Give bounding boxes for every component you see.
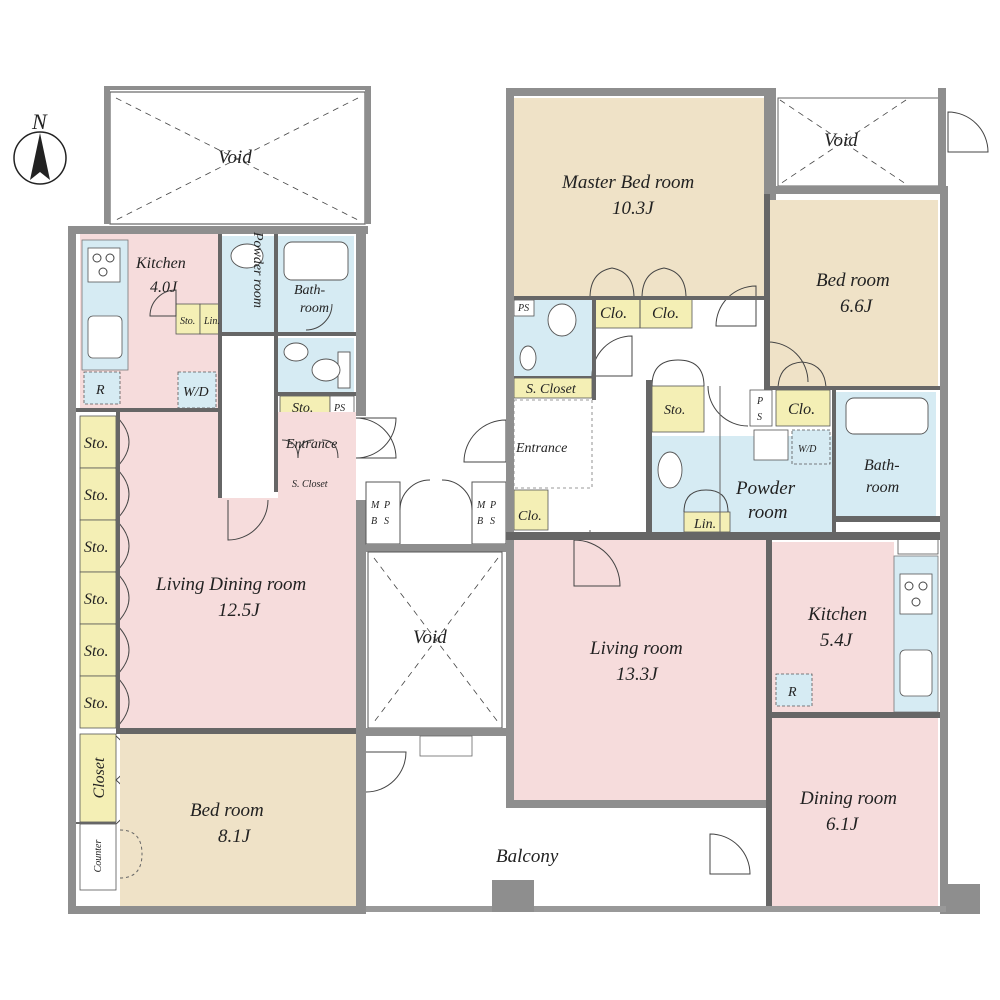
entrance-left-label: Entrance [285, 437, 337, 452]
compass-label: N [31, 109, 48, 134]
master-bed-size: 10.3J [612, 198, 655, 219]
bed-room-left [120, 734, 356, 906]
dining-right-name: Dining room [799, 788, 897, 809]
void-center-label: Void [413, 627, 447, 648]
labels: Void Void Void Kitchen 4.0J Powder room … [84, 130, 900, 872]
balcony [366, 808, 766, 908]
bathtub-left-icon [283, 241, 349, 281]
living-dining-size: 12.5J [218, 600, 261, 621]
kitchen-right-name: Kitchen [807, 604, 867, 625]
right-unit [463, 88, 989, 914]
bath-left-line1: Bath- [294, 283, 325, 298]
sto-col-4: Sto. [84, 591, 108, 608]
center-shaft [365, 479, 766, 912]
clo2-label: Clo. [652, 305, 679, 322]
fridge-left [83, 371, 121, 405]
kitchen-left-name: Kitchen [135, 255, 186, 272]
kitchen-right-size: 5.4J [820, 630, 854, 651]
bed-right-name: Bed room [816, 270, 890, 291]
living-right-name: Living room [589, 638, 683, 659]
clo-entr-label: Clo. [518, 509, 542, 524]
balcony-label: Balcony [496, 846, 559, 867]
master-bed-room [514, 98, 764, 298]
s-closet-right-label: S. Closet [526, 382, 577, 397]
sink-right-icon [899, 649, 933, 697]
kitchen-left-size: 4.0J [150, 279, 178, 296]
powder-right-line2: room [748, 502, 787, 523]
toilet-left-icon [311, 358, 341, 382]
bath-left-line2: room [300, 301, 329, 316]
lin-small-label: Lin. [203, 316, 220, 327]
bed-left-name: Bed room [190, 800, 264, 821]
mbps-right-p: P [489, 500, 496, 511]
powder-left-label: Powder room [250, 231, 265, 308]
clo-right-label: Clo. [788, 401, 815, 418]
toilet-right-icon [547, 303, 577, 337]
void-center [367, 551, 503, 729]
void-top-right [777, 97, 941, 187]
living-room-right [514, 540, 766, 800]
mbps-right-m: M [476, 500, 486, 511]
ps-toilet-label: PS [517, 303, 529, 314]
mbps-left-b: B [371, 516, 377, 527]
sto-col-1: Sto. [84, 435, 108, 452]
sto-col-3: Sto. [84, 539, 108, 556]
entrance-right [513, 399, 593, 489]
ps-left-label: PS [333, 403, 345, 414]
mbps-left-p: P [383, 500, 390, 511]
powder-right-line1: Powder [735, 478, 796, 499]
counter [79, 823, 117, 891]
storage-column [79, 415, 130, 729]
living-dining-name: Living Dining room [155, 574, 306, 595]
sto-right-label: Sto. [664, 403, 685, 418]
sink-icon [87, 315, 123, 359]
mbps-right-s: S [490, 516, 495, 527]
closet-left [79, 733, 117, 823]
sto-ps-left-label: Sto. [292, 401, 313, 416]
washer-dryer-left [177, 371, 217, 409]
closet-left-label: Closet [91, 757, 108, 798]
sto-col-6: Sto. [84, 695, 108, 712]
sto-small-label: Sto. [180, 316, 195, 327]
void-top-right-label: Void [824, 130, 858, 151]
lin-right-label: Lin. [693, 517, 716, 532]
bed-right-size: 6.6J [840, 296, 874, 317]
mbps-left-m: M [370, 500, 380, 511]
bathtub-right-icon [845, 397, 929, 435]
ps-right-p: P [756, 396, 763, 407]
r-right-label: R [787, 685, 797, 700]
sto-col-2: Sto. [84, 487, 108, 504]
bath-right-line1: Bath- [864, 457, 900, 474]
bath-right-line2: room [866, 479, 899, 496]
sto-small-left [175, 303, 201, 335]
mbps-left-s: S [384, 516, 389, 527]
north-compass-icon: N [13, 109, 67, 185]
master-bed-name: Master Bed room [561, 172, 694, 193]
r-left-label: R [95, 383, 105, 398]
bed-room-right [768, 200, 938, 386]
wd-left-label: W/D [183, 385, 209, 400]
left-unit [68, 86, 407, 914]
bed-left-size: 8.1J [218, 826, 252, 847]
entrance-right-label: Entrance [515, 441, 567, 456]
dining-right-size: 6.1J [826, 814, 860, 835]
counter-label: Counter [93, 840, 104, 873]
wd-right-label: W/D [798, 444, 817, 455]
stove-icon [87, 247, 121, 283]
sto-col-5: Sto. [84, 643, 108, 660]
void-top-left-label: Void [218, 147, 252, 168]
mbps-right-b: B [477, 516, 483, 527]
dining-room-right [772, 718, 938, 906]
living-right-size: 13.3J [616, 664, 659, 685]
s-closet-left-label: S. Closet [292, 479, 328, 490]
ps-right-s: S [757, 412, 762, 423]
stove-right-icon [899, 573, 933, 615]
clo1-label: Clo. [600, 305, 627, 322]
